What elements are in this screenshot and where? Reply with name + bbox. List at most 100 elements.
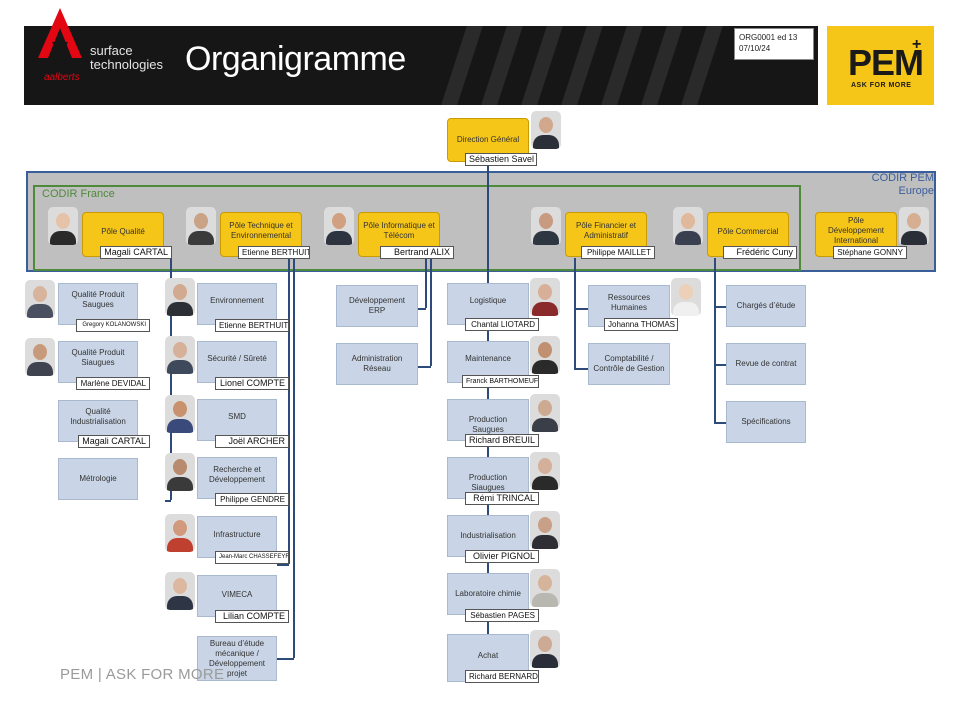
recherche-developpement-box[interactable]: Recherche et Développement bbox=[197, 457, 277, 499]
doc-ref: ORG0001 ed 13 bbox=[739, 33, 798, 42]
pole-informatique-name: Bertrand ALIX bbox=[380, 246, 454, 259]
environnement-name: Etienne BERTHUIT bbox=[215, 319, 289, 332]
securite-surete-role: Sécurité / Sûreté bbox=[207, 354, 267, 363]
brand-text: surface technologies bbox=[90, 44, 163, 72]
codir-pem-label: CODIR PEM Europe bbox=[871, 172, 934, 197]
laboratoire-chimie-role: Laboratoire chimie bbox=[455, 589, 521, 598]
bureau-etude-role: Bureau d’étude mécanique / Développement… bbox=[208, 638, 266, 678]
pole-financier-photo bbox=[531, 207, 561, 245]
ressources-humaines-name: Johanna THOMAS bbox=[604, 318, 678, 331]
qualite-produit-siaugues-box[interactable]: Qualité Produit Siaugues bbox=[58, 341, 138, 383]
specifications-box[interactable]: Spécifications bbox=[726, 401, 806, 443]
production-siaugues-role: Production Siaugues bbox=[468, 473, 508, 492]
brand-aalberts: aalberts bbox=[44, 72, 80, 83]
qualite-produit-siaugues-role: Qualité Produit Siaugues bbox=[71, 348, 125, 367]
qualite-produit-saugues-photo bbox=[25, 280, 55, 318]
production-saugues-name: Richard BREUIL bbox=[465, 434, 539, 447]
smd-box[interactable]: SMD bbox=[197, 399, 277, 441]
aalberts-logo-icon bbox=[38, 8, 82, 58]
administration-reseau-box[interactable]: Administration Réseau bbox=[336, 343, 418, 385]
pole-international-role: Pôle Développement International bbox=[827, 216, 885, 245]
pem-tagline: ASK FOR MORE bbox=[851, 82, 912, 89]
revue-contrat-box[interactable]: Revue de contrat bbox=[726, 343, 806, 385]
charges-etude-box[interactable]: Chargés d’étude bbox=[726, 285, 806, 327]
codir-france-group bbox=[33, 185, 801, 271]
comptabilite-role: Comptabilité / Contrôle de Gestion bbox=[593, 354, 665, 373]
qualite-produit-saugues-name: Gregory KOLANOWSKI bbox=[76, 319, 150, 332]
administration-reseau-role: Administration Réseau bbox=[351, 354, 403, 373]
securite-surete-box[interactable]: Sécurité / Sûreté bbox=[197, 341, 277, 383]
environnement-photo bbox=[165, 278, 195, 316]
bureau-etude-box[interactable]: Bureau d’étude mécanique / Développement… bbox=[197, 636, 277, 681]
pole-financier-role: Pôle Financier et Administratif bbox=[575, 221, 637, 240]
production-siaugues-photo bbox=[530, 452, 560, 490]
smd-role: SMD bbox=[228, 412, 246, 421]
comptabilite-box[interactable]: Comptabilité / Contrôle de Gestion bbox=[588, 343, 670, 385]
logistique-role: Logistique bbox=[469, 296, 507, 305]
achat-photo bbox=[530, 630, 560, 668]
logistique-name: Chantal LIOTARD bbox=[465, 318, 539, 331]
production-siaugues-name: Rémi TRINCAL bbox=[465, 492, 539, 505]
industrialisation-role: Industrialisation bbox=[460, 531, 516, 540]
qualite-industrialisation-name: Magali CARTAL bbox=[78, 435, 150, 448]
smd-photo bbox=[165, 395, 195, 433]
pole-technique-photo bbox=[186, 207, 216, 245]
pole-international-photo bbox=[899, 207, 929, 245]
direction-general-photo bbox=[531, 111, 561, 149]
pole-commercial-role: Pôle Commercial bbox=[717, 227, 779, 236]
recherche-developpement-role: Recherche et Développement bbox=[208, 465, 266, 484]
charges-etude-role: Chargés d’étude bbox=[736, 301, 796, 310]
infrastructure-role: Infrastructure bbox=[213, 530, 261, 539]
metrologie-box[interactable]: Métrologie bbox=[58, 458, 138, 500]
smd-name: Joël ARCHER bbox=[215, 435, 289, 448]
securite-photo bbox=[165, 336, 195, 374]
vimeca-role: VIMECA bbox=[221, 590, 253, 599]
qualite-produit-siaugues-name: Marlène DEVIDAL bbox=[76, 377, 150, 390]
pem-logo-word: PEM bbox=[848, 42, 924, 83]
pole-informatique-role: Pôle Informatique et Télécom bbox=[363, 221, 435, 240]
pole-qualite-name: Magali CARTAL bbox=[100, 246, 172, 259]
laboratoire-chimie-name: Sébastien PAGES bbox=[465, 609, 539, 622]
environnement-role: Environnement bbox=[210, 296, 264, 305]
pole-technique-role: Pôle Technique et Environnemental bbox=[229, 221, 293, 240]
plus-icon: + bbox=[912, 36, 922, 53]
environnement-box[interactable]: Environnement bbox=[197, 283, 277, 325]
header-banner bbox=[24, 26, 818, 105]
pem-logo bbox=[827, 26, 934, 105]
laboratoire-chimie-box[interactable]: Laboratoire chimie bbox=[447, 573, 529, 615]
logistique-photo bbox=[530, 278, 560, 316]
brand-line-1: surface bbox=[90, 43, 133, 58]
maintenance-name: Franck BARTHOMEUF bbox=[462, 375, 539, 388]
specifications-role: Spécifications bbox=[741, 417, 791, 426]
maintenance-role: Maintenance bbox=[465, 354, 511, 363]
document-reference: ORG0001 ed 13 07/10/24 bbox=[734, 28, 814, 60]
qualite-produit-saugues-box[interactable]: Qualité Produit Saugues bbox=[58, 283, 138, 325]
pole-international-name: Stéphane GONNY bbox=[833, 246, 907, 259]
direction-general-role: Direction Général bbox=[456, 135, 520, 144]
doc-date: 07/10/24 bbox=[739, 44, 771, 53]
pole-financier-name: Philippe MAILLET bbox=[581, 246, 655, 259]
direction-general-name: Sébastien Savel bbox=[465, 153, 537, 166]
developpement-erp-box[interactable]: Développement ERP bbox=[336, 285, 418, 327]
page-title: Organigramme bbox=[185, 40, 406, 78]
codir-france-label: CODIR France bbox=[42, 188, 115, 200]
pole-qualite-photo bbox=[48, 207, 78, 245]
achat-role: Achat bbox=[477, 651, 499, 660]
production-saugues-photo bbox=[530, 394, 560, 432]
pole-commercial-photo bbox=[673, 207, 703, 245]
achat-name: Richard BERNARD bbox=[465, 670, 539, 683]
qualite-produit-siaugues-photo bbox=[25, 338, 55, 376]
recherche-photo bbox=[165, 453, 195, 491]
vimeca-name: Lilian COMPTE bbox=[215, 610, 289, 623]
production-saugues-role: Production Saugues bbox=[468, 415, 508, 434]
industrialisation-name: Olivier PIGNOL bbox=[465, 550, 539, 563]
infrastructure-photo bbox=[165, 514, 195, 552]
industrialisation-photo bbox=[530, 511, 560, 549]
revue-contrat-role: Revue de contrat bbox=[735, 359, 797, 368]
recherche-developpement-name: Philippe GENDRE bbox=[215, 493, 289, 506]
vimeca-photo bbox=[165, 572, 195, 610]
metrologie-role: Métrologie bbox=[79, 474, 117, 483]
qualite-produit-saugues-role: Qualité Produit Saugues bbox=[71, 290, 125, 309]
developpement-erp-role: Développement ERP bbox=[348, 296, 406, 315]
pole-technique-name: Etienne BERTHUIT bbox=[238, 246, 310, 259]
